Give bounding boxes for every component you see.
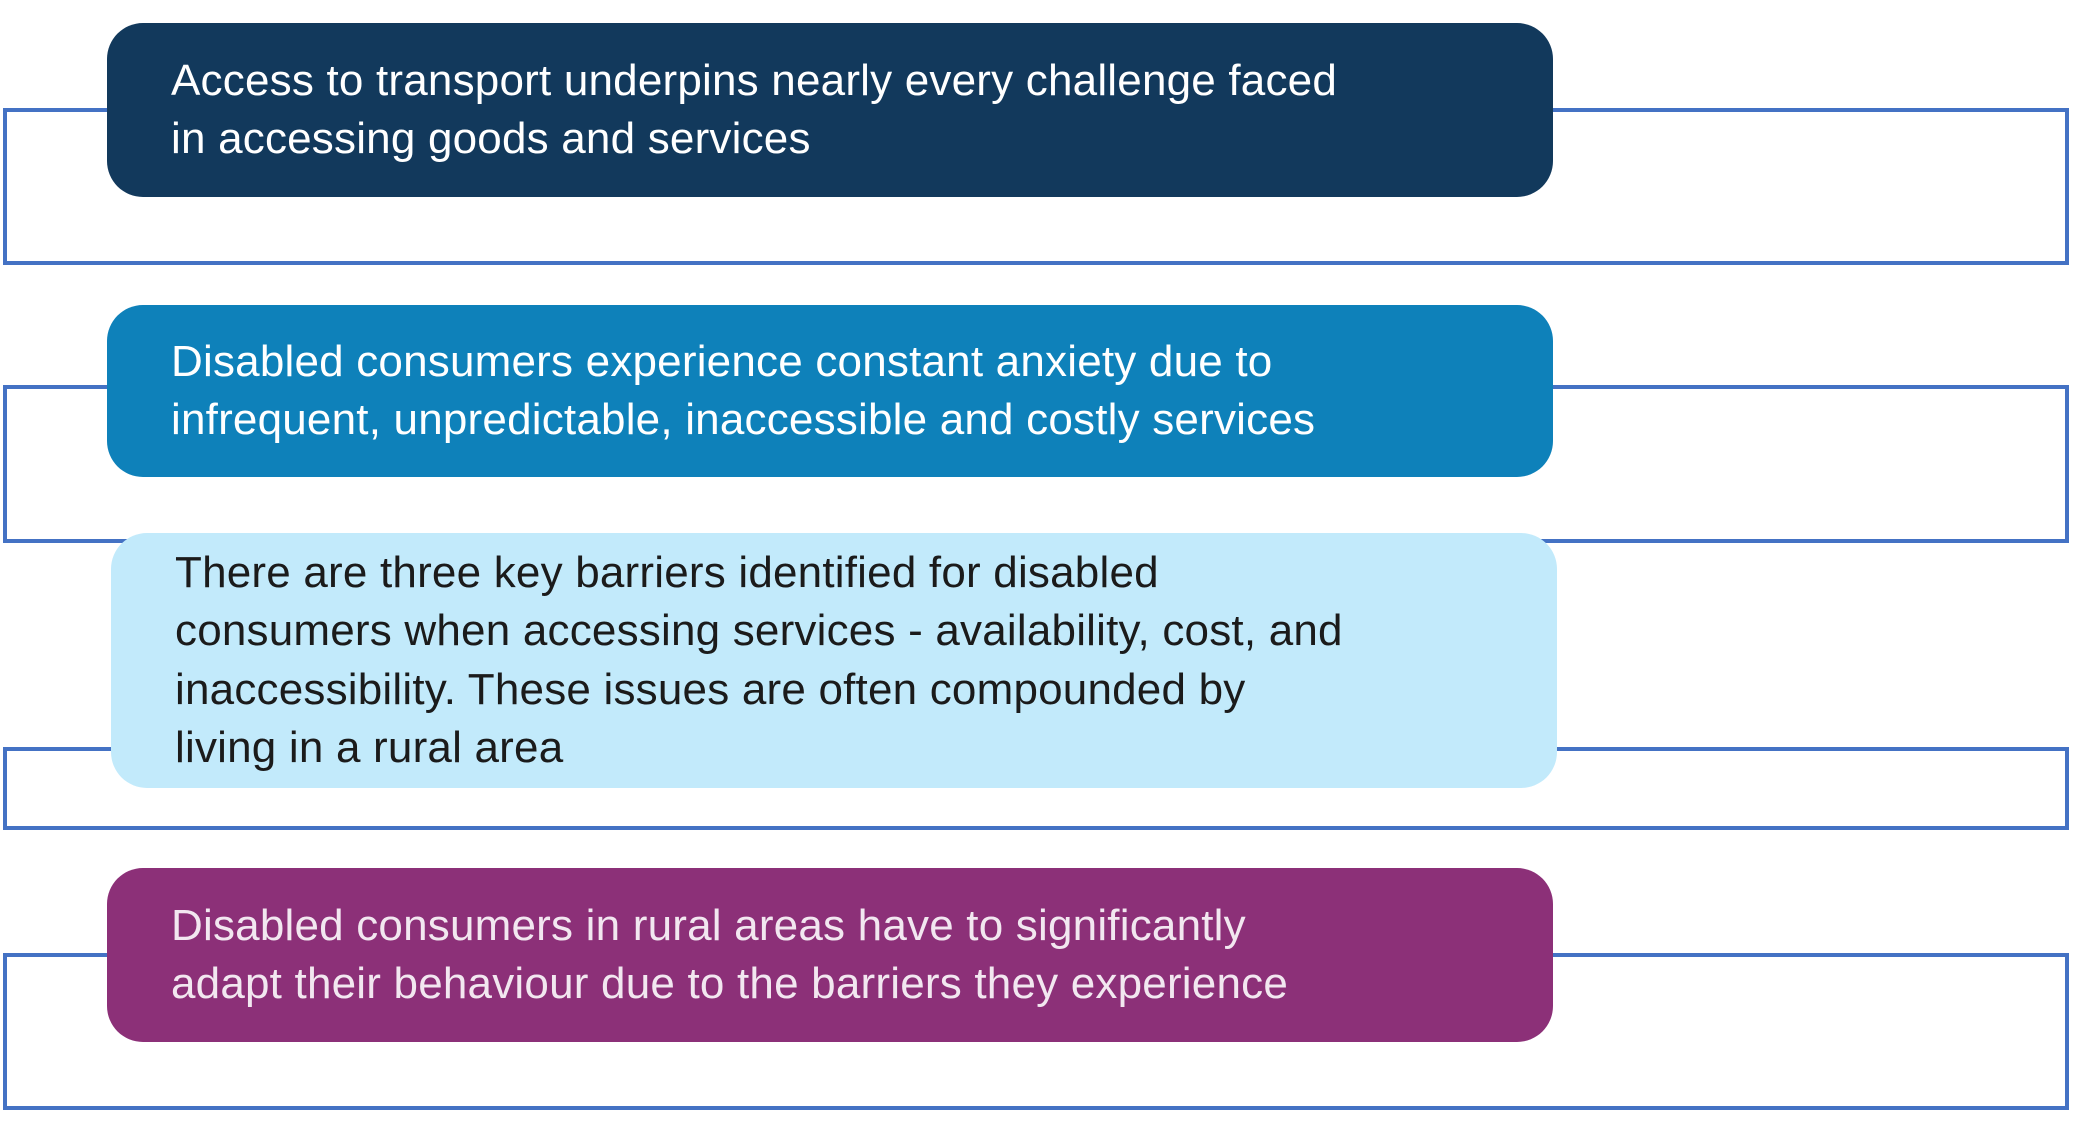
statement-box-transport-underpins: Access to transport underpins nearly eve… (107, 23, 1553, 197)
statement-text-three-key-barriers: There are three key barriers identified … (175, 548, 1343, 772)
statement-box-constant-anxiety: Disabled consumers experience constant a… (107, 305, 1553, 477)
statement-text-adapt-behaviour: Disabled consumers in rural areas have t… (171, 900, 1288, 1008)
statement-text-constant-anxiety: Disabled consumers experience constant a… (171, 336, 1316, 444)
statement-box-adapt-behaviour: Disabled consumers in rural areas have t… (107, 868, 1553, 1042)
statement-text-transport-underpins: Access to transport underpins nearly eve… (171, 55, 1338, 163)
statement-box-three-key-barriers: There are three key barriers identified … (111, 533, 1557, 788)
